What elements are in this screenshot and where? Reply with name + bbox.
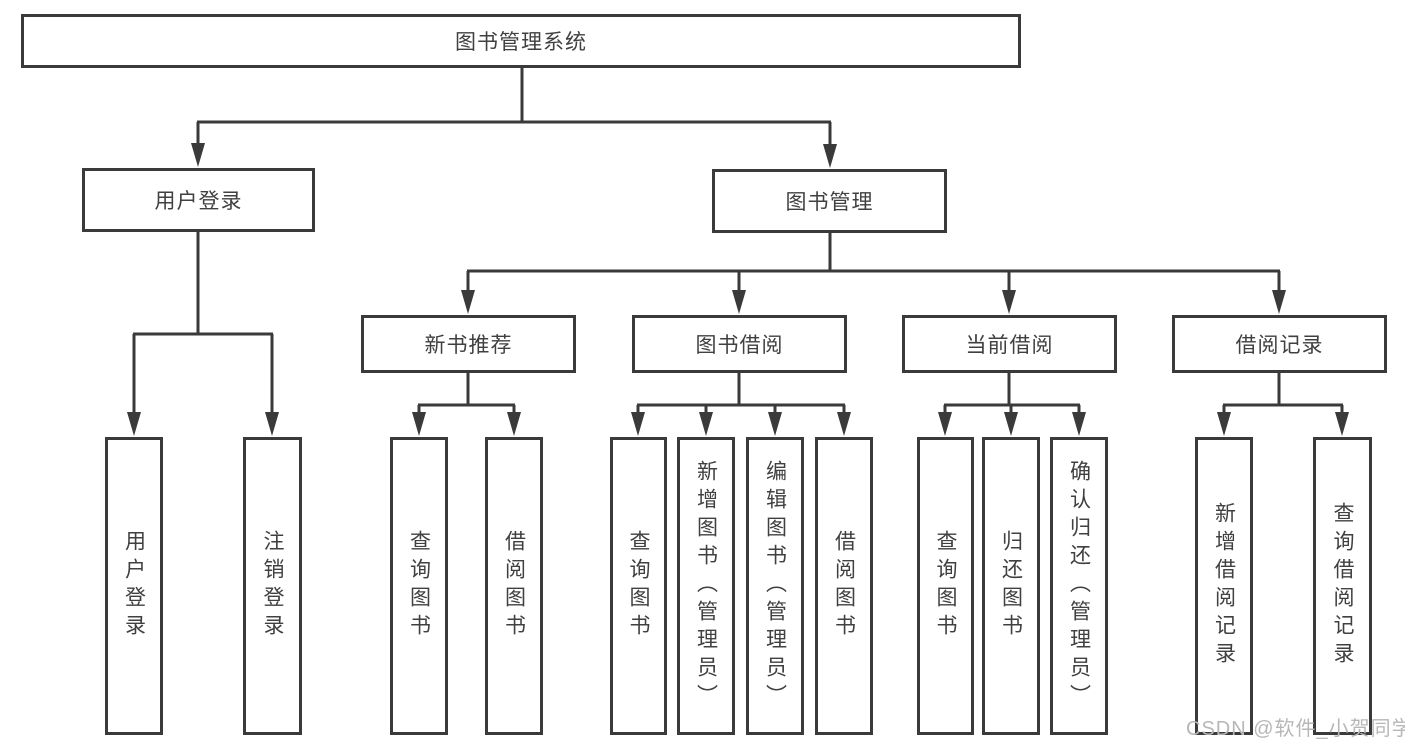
node-root: 图书管理系统 xyxy=(21,14,1021,68)
leaf-logout: 注销登录 xyxy=(243,437,302,735)
leaf-bb-query-books: 查询图书 xyxy=(610,437,667,735)
node-user-login-label: 用户登录 xyxy=(154,190,243,213)
leaf-user-login-label: 用户登录 xyxy=(122,530,146,642)
leaf-bb-query-books-label: 查询图书 xyxy=(627,530,650,642)
leaf-bb-add-books: 新增图书（管理员） xyxy=(677,437,735,735)
leaf-cb-confirm-return-label: 确认归还（管理员） xyxy=(1067,460,1091,712)
leaf-nb-query-books: 查询图书 xyxy=(390,437,448,735)
node-root-label: 图书管理系统 xyxy=(455,31,587,54)
leaf-logout-label: 注销登录 xyxy=(261,530,284,642)
node-new-books: 新书推荐 xyxy=(361,315,576,373)
node-borrowing-records-label: 借阅记录 xyxy=(1235,334,1324,357)
leaf-bb-borrow-books-label: 借阅图书 xyxy=(832,530,856,642)
leaf-nb-borrow-books-label: 借阅图书 xyxy=(502,530,526,642)
node-current-borrowing-label: 当前借阅 xyxy=(965,334,1054,357)
leaf-nb-query-books-label: 查询图书 xyxy=(407,530,431,642)
leaf-nb-borrow-books: 借阅图书 xyxy=(485,437,543,735)
node-book-borrowing-label: 图书借阅 xyxy=(695,334,784,357)
leaf-br-query-record-label: 查询借阅记录 xyxy=(1331,502,1354,670)
leaf-br-add-record: 新增借阅记录 xyxy=(1195,437,1253,735)
node-book-management-label: 图书管理 xyxy=(785,191,874,214)
leaf-cb-confirm-return: 确认归还（管理员） xyxy=(1050,437,1108,735)
node-borrowing-records: 借阅记录 xyxy=(1172,315,1387,373)
leaf-bb-borrow-books: 借阅图书 xyxy=(815,437,873,735)
watermark: CSDN @软件_小贺同学 xyxy=(1186,718,1405,740)
node-new-books-label: 新书推荐 xyxy=(424,334,513,357)
leaf-cb-return-books: 归还图书 xyxy=(982,437,1040,735)
leaf-br-add-record-label: 新增借阅记录 xyxy=(1212,502,1236,670)
leaf-cb-query-books-label: 查询图书 xyxy=(934,530,957,642)
leaf-cb-return-books-label: 归还图书 xyxy=(999,530,1023,642)
leaf-bb-edit-books-label: 编辑图书（管理员） xyxy=(763,460,787,712)
node-user-login: 用户登录 xyxy=(82,168,315,232)
leaf-br-query-record: 查询借阅记录 xyxy=(1313,437,1372,735)
node-book-management: 图书管理 xyxy=(712,169,947,233)
node-book-borrowing: 图书借阅 xyxy=(632,315,847,373)
leaf-bb-edit-books: 编辑图书（管理员） xyxy=(746,437,804,735)
leaf-bb-add-books-label: 新增图书（管理员） xyxy=(694,460,718,712)
arrowheads xyxy=(127,143,1349,436)
leaf-user-login: 用户登录 xyxy=(105,437,163,735)
leaf-cb-query-books: 查询图书 xyxy=(917,437,974,735)
node-current-borrowing: 当前借阅 xyxy=(902,315,1117,373)
